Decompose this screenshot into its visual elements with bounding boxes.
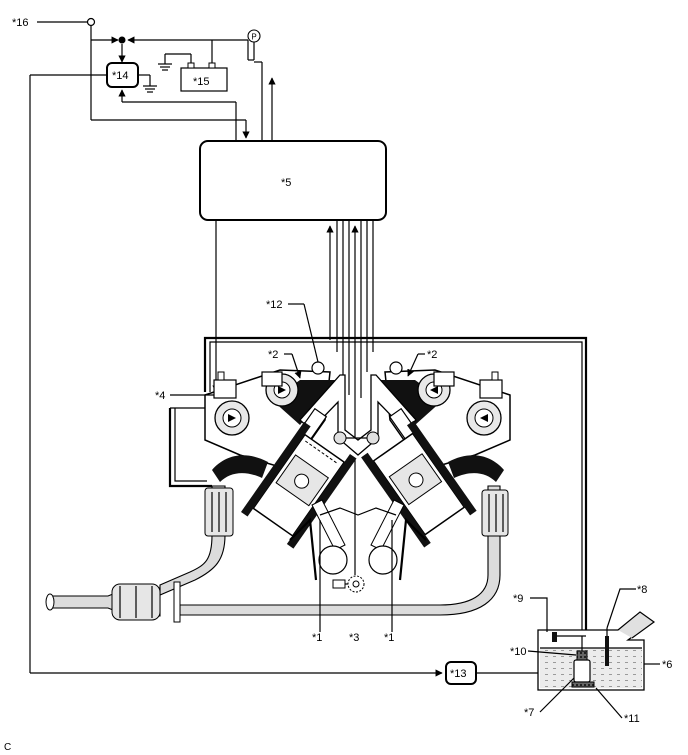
label-13: *13 xyxy=(450,668,467,680)
crank-counterweight-left xyxy=(318,545,348,575)
label-6: *6 xyxy=(662,659,672,671)
gauge-symbol: P xyxy=(251,33,256,42)
label-1-left: *1 xyxy=(312,632,322,644)
right-catalyst xyxy=(481,489,509,537)
label-5: *5 xyxy=(281,177,291,189)
fuel-level-sender-8 xyxy=(605,636,609,666)
fuel-pump-7 xyxy=(573,659,591,683)
label-8: *8 xyxy=(637,584,647,596)
label-10: *10 xyxy=(510,646,527,658)
right-exhaust-port xyxy=(448,455,504,482)
exhaust-system xyxy=(45,485,509,623)
sensor-2-left xyxy=(311,361,325,375)
engine-assembly xyxy=(204,361,511,593)
label-2-left: *2 xyxy=(268,349,278,361)
component-5-box xyxy=(199,140,387,221)
label-14: *14 xyxy=(112,70,129,82)
label-3: *3 xyxy=(349,632,359,644)
intake-sensor-right xyxy=(366,431,380,445)
left-exhaust-port xyxy=(212,455,268,482)
label-11: *11 xyxy=(624,713,640,725)
input-terminal xyxy=(86,17,96,27)
pump-filter-10 xyxy=(576,650,588,661)
crank-counterweight-right xyxy=(368,545,398,575)
right-vvt-actuator xyxy=(433,371,455,387)
label-4: *4 xyxy=(155,390,165,402)
intake-manifold xyxy=(299,374,417,456)
left-vvt-actuator-4 xyxy=(213,379,237,399)
fuel-tank-system: *13 *9 *8 *10 *6 *7 *11 xyxy=(30,584,672,725)
top-wiring: *16 *14 *15 P xyxy=(12,17,276,673)
strainer-11 xyxy=(571,681,595,688)
label-12: *12 xyxy=(266,299,283,311)
crank-position-sensor xyxy=(332,579,346,589)
label-7: *7 xyxy=(524,707,534,719)
label-2-right: *2 xyxy=(427,349,437,361)
intake-sensor-left xyxy=(333,431,347,445)
label-9: *9 xyxy=(513,593,523,605)
pipe-flange xyxy=(173,581,181,623)
right-cylinder xyxy=(361,420,477,548)
label-15: *15 xyxy=(193,76,210,88)
engine-labels: *12 *2 *2 *4 *1 *1 *3 xyxy=(155,299,437,644)
junction-dot xyxy=(118,36,126,44)
sensor-2-right xyxy=(389,361,403,375)
ecm-unit: *5 xyxy=(199,140,387,575)
component-15-battery xyxy=(180,67,228,92)
sender-9 xyxy=(552,632,557,642)
figure-code: C xyxy=(4,742,11,753)
battery-terminal-left xyxy=(187,62,195,69)
fuel-line-loop xyxy=(168,336,588,636)
tailpipe-end xyxy=(45,593,55,611)
right-vvt-actuator-outer xyxy=(479,379,503,399)
label-16: *16 xyxy=(12,17,29,29)
label-1-right: *1 xyxy=(384,632,394,644)
battery-terminal-right xyxy=(208,62,216,69)
left-vvt-actuator xyxy=(261,371,283,387)
